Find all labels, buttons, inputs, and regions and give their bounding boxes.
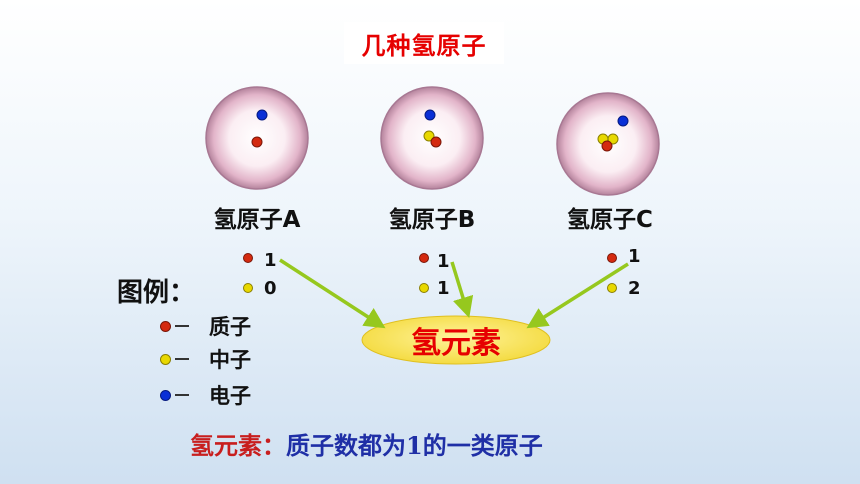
element-label: 氢元素: [411, 326, 501, 361]
atom-b-proton: [430, 136, 442, 148]
legend-item-electron: 电子: [160, 381, 251, 409]
definition-term: 氢元素：: [190, 431, 286, 460]
atom-c-proton-count: 1: [628, 246, 641, 267]
atom-b-electron: [424, 109, 436, 121]
atom-a: [205, 86, 309, 190]
legend-item-proton: 质子: [160, 312, 251, 340]
atom-b: [380, 86, 484, 190]
atom-a-electron: [256, 109, 268, 121]
atom-b-neutron: [423, 130, 435, 142]
page-title: 几种氢原子: [344, 22, 504, 64]
atom-a-proton-count-dot: [243, 253, 253, 263]
atom-c-proton: [601, 140, 613, 152]
definition: 氢元素：质子数都为1的一类原子: [190, 426, 543, 461]
legend-item-neutron: 中子: [160, 345, 251, 373]
atom-a-proton: [251, 136, 263, 148]
legend-label-proton: 质子: [209, 315, 251, 339]
legend-label-electron: 电子: [209, 384, 251, 408]
atom-a-proton-count: 1: [264, 250, 277, 271]
atom-c-label: 氢原子C: [567, 207, 653, 233]
atom-c-proton-count-dot: [607, 253, 617, 263]
atom-c: [556, 92, 660, 196]
atom-b-neutron-count-dot: [419, 283, 429, 293]
legend-title: 图例：: [117, 278, 196, 308]
atom-b-proton-count-dot: [419, 253, 429, 263]
electron-dot-icon: [160, 389, 171, 401]
arrow-b-to-element: [450, 261, 474, 319]
atom-c-neutron-count: 2: [628, 278, 641, 299]
atom-a-label: 氢原子A: [213, 207, 301, 233]
atom-c-electron: [617, 115, 629, 127]
legend-dash: [175, 358, 189, 360]
atom-b-label: 氢原子B: [388, 207, 476, 233]
legend-dash: [175, 394, 189, 396]
atom-c-neutron-2: [607, 133, 619, 145]
atom-a-neutron-count: 0: [264, 278, 277, 299]
atom-a-neutron-count-dot: [243, 283, 253, 293]
arrow-a-to-element: [279, 258, 386, 329]
atom-b-proton-count: 1: [437, 251, 450, 272]
proton-dot-icon: [160, 320, 171, 332]
legend-dash: [175, 325, 189, 327]
definition-text: 质子数都为1的一类原子: [286, 431, 543, 460]
atom-b-neutron-count: 1: [437, 278, 450, 299]
legend-label-neutron: 中子: [209, 348, 251, 372]
arrow-c-to-element: [526, 262, 629, 329]
atom-c-neutron-count-dot: [607, 283, 617, 293]
neutron-dot-icon: [160, 353, 171, 365]
